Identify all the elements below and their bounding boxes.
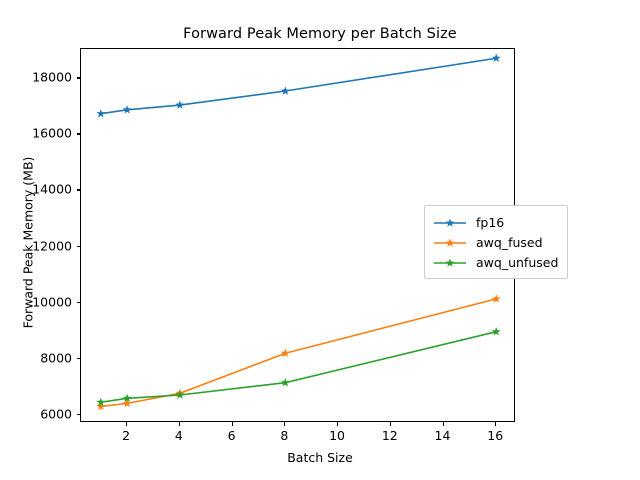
y-tick-mark xyxy=(76,357,80,359)
x-tick-mark xyxy=(126,422,128,426)
y-tick-mark xyxy=(76,77,80,79)
legend-item-awq_fused[interactable]: awq_fused xyxy=(433,232,558,252)
series-marker-awq_fused xyxy=(96,401,106,411)
plot-lines xyxy=(96,53,501,411)
y-tick-label: 12000 xyxy=(32,238,72,253)
series-marker-awq_unfused xyxy=(280,378,290,387)
x-tick-label: 10 xyxy=(329,428,345,443)
y-tick-label: 6000 xyxy=(40,406,72,422)
legend-swatch-icon xyxy=(433,235,467,249)
series-marker-awq_unfused xyxy=(96,397,106,406)
series-marker-awq_unfused xyxy=(491,327,501,336)
legend-label: awq_unfused xyxy=(476,254,559,270)
y-tick-label: 18000 xyxy=(32,69,72,85)
y-tick-mark xyxy=(76,301,80,303)
legend-label: fp16 xyxy=(476,214,505,230)
x-axis-label: Batch Size xyxy=(287,450,353,465)
y-tick-mark xyxy=(76,133,80,135)
x-tick-label: 2 xyxy=(122,428,131,443)
series-marker-fp16 xyxy=(96,109,106,118)
series-marker-awq_fused xyxy=(122,398,132,408)
x-tick-mark xyxy=(178,422,180,426)
legend-swatch-icon xyxy=(433,215,467,229)
y-axis-label: Forward Peak Memory (MB) xyxy=(20,156,36,329)
y-tick-label: 8000 xyxy=(40,350,72,366)
y-tick-mark xyxy=(76,189,80,191)
legend-item-fp16[interactable]: fp16 xyxy=(433,212,558,232)
series-marker-awq_fused xyxy=(280,348,290,357)
legend-item-awq_unfused[interactable]: awq_unfused xyxy=(433,252,558,272)
y-tick-mark xyxy=(76,245,80,247)
legend-swatch-icon xyxy=(433,255,467,269)
series-marker-fp16 xyxy=(491,53,501,62)
series-marker-awq_unfused xyxy=(175,390,185,399)
x-tick-label: 16 xyxy=(487,428,504,443)
series-marker-awq_unfused xyxy=(122,393,132,403)
x-tick-label: 12 xyxy=(381,428,398,443)
chart-title: Forward Peak Memory per Batch Size xyxy=(183,26,457,42)
x-tick-mark xyxy=(495,422,497,426)
y-tick-label: 16000 xyxy=(32,125,72,141)
y-tick-mark xyxy=(76,413,80,415)
x-tick-mark xyxy=(389,422,391,426)
legend-label: awq_fused xyxy=(476,234,543,250)
series-marker-fp16 xyxy=(122,105,132,114)
series-marker-fp16 xyxy=(175,100,185,109)
x-tick-label: 14 xyxy=(434,428,451,443)
x-tick-mark xyxy=(337,422,339,426)
x-tick-mark xyxy=(284,422,286,426)
y-tick-label: 14000 xyxy=(32,181,72,197)
series-marker-awq_fused xyxy=(491,294,501,303)
x-tick-label: 6 xyxy=(227,428,236,443)
chart-legend[interactable]: fp16 awq_fused awq_unfused xyxy=(424,205,569,279)
x-tick-label: 8 xyxy=(280,428,289,443)
y-tick-label: 10000 xyxy=(32,294,72,310)
x-tick-label: 4 xyxy=(174,428,183,443)
x-tick-mark xyxy=(442,422,444,426)
series-marker-fp16 xyxy=(280,86,290,95)
x-tick-mark xyxy=(231,422,233,426)
